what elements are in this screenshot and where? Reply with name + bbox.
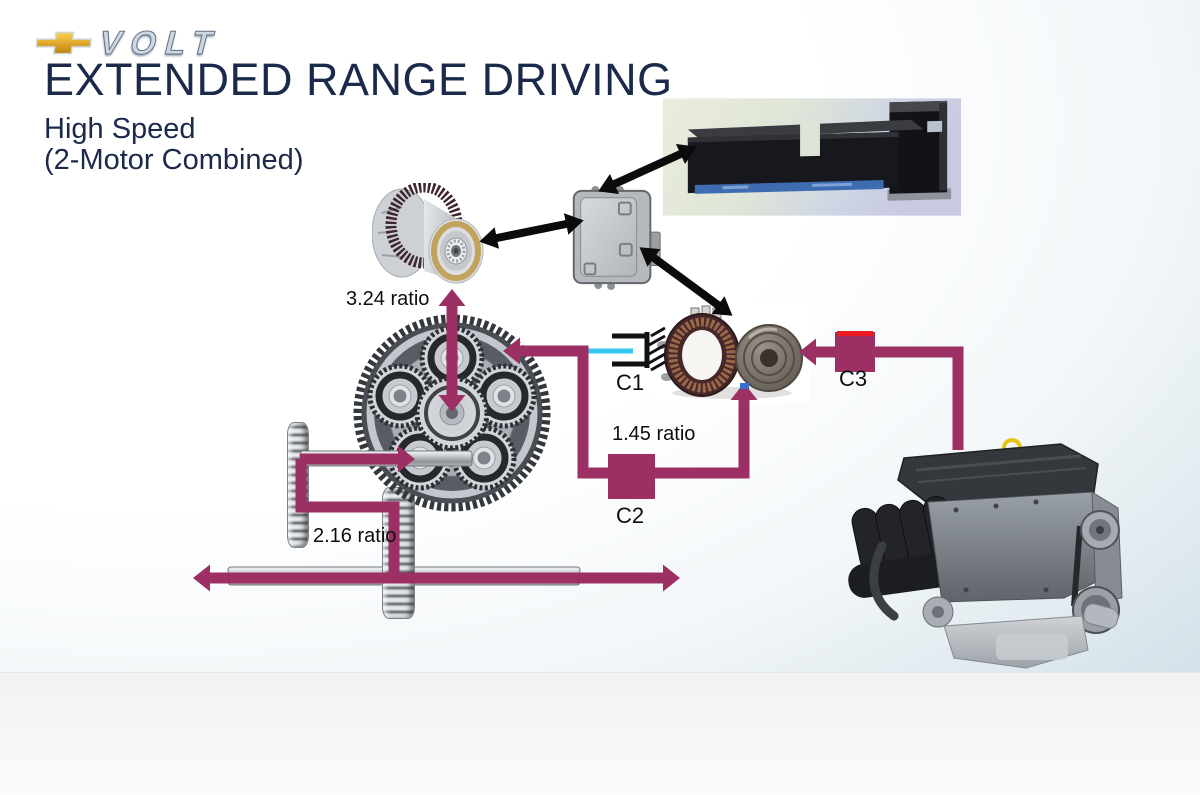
motor-generator-b-image: [372, 183, 487, 295]
battery-pack-image: [663, 98, 961, 216]
path-chain-to-axle: [295, 459, 400, 578]
clutch-c2-label: C2: [616, 503, 645, 528]
arrow-ring-gear-c2-motor: [503, 337, 758, 479]
chevrolet-bowtie-icon: [36, 31, 93, 55]
arrow-inverter-motor: [639, 247, 733, 316]
subtitle-line-2: (2-Motor Combined): [44, 144, 304, 176]
slide-subtitle: High Speed (2-Motor Combined): [44, 114, 303, 176]
connector-overlay: [193, 144, 964, 592]
engine-image: [846, 430, 1128, 672]
ratio-label-final-drive: 2.16 ratio: [313, 525, 397, 547]
battery-body: [687, 100, 952, 201]
clutch-c1-label: C1: [616, 370, 645, 395]
bottom-margin-band: [0, 672, 1200, 795]
ratio-label-motor: 3.24 ratio: [346, 288, 430, 310]
arrow-tip-blue-mark: [740, 383, 749, 389]
ratio-label-mid: 1.45 ratio: [612, 423, 696, 445]
clutch-c3-red-mark: [837, 331, 873, 336]
slide-title: EXTENDED RANGE DRIVING: [44, 54, 673, 105]
clutch-c3-block: [835, 332, 875, 372]
arrow-inverter-battery: [598, 144, 697, 194]
subtitle-line-1: High Speed: [44, 113, 196, 145]
clutch-c2-block: [608, 454, 655, 499]
clutch-c3-label: C3: [839, 366, 868, 391]
electrical-arrows: [479, 144, 733, 316]
clutch-c1-ground-hatch: [648, 326, 666, 372]
power-flow-paths: [193, 289, 964, 592]
arrow-engine-c3-motor: [799, 338, 964, 450]
arrow-motor-inverter: [479, 213, 584, 249]
clutch-c1-symbol: [612, 326, 666, 372]
